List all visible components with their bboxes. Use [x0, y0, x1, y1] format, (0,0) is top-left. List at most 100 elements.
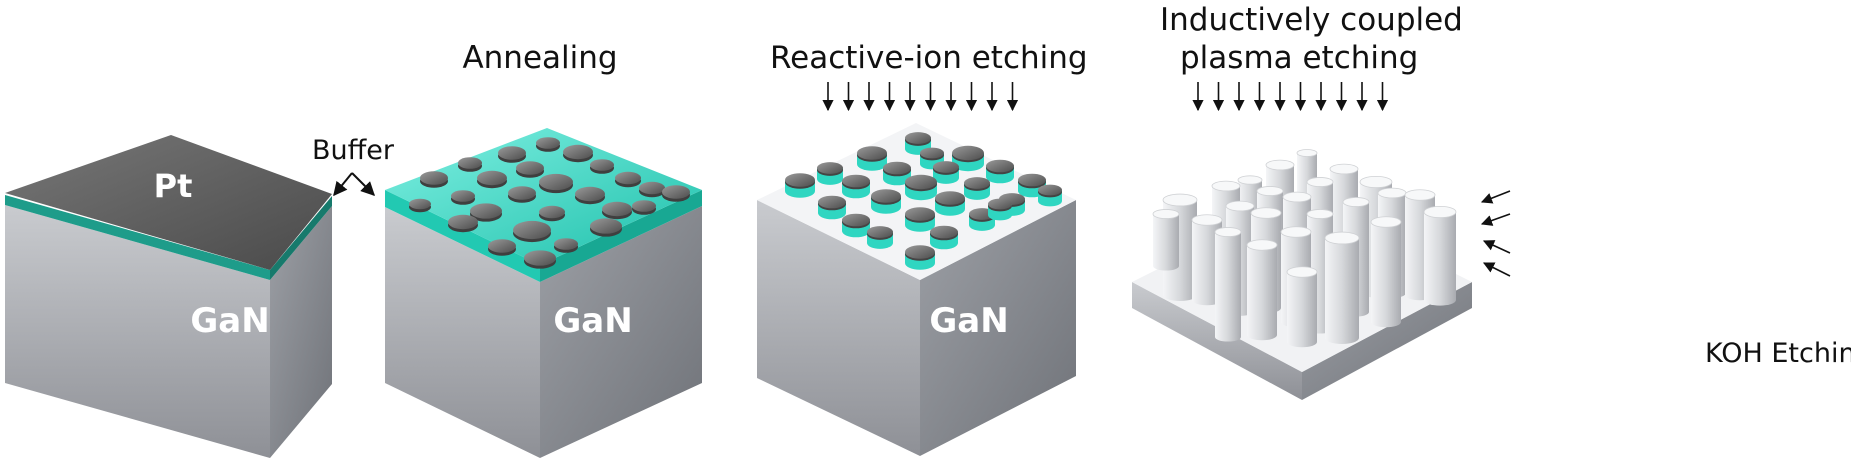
gan-label-1: GaN	[190, 301, 270, 341]
nanodot	[539, 173, 573, 191]
gan-front-face	[757, 200, 920, 456]
nanodot	[409, 198, 431, 210]
nanodot	[498, 146, 526, 160]
nanodot	[986, 159, 1014, 173]
block-3	[757, 82, 1076, 456]
nanodot	[867, 226, 893, 238]
nanopillar	[1371, 222, 1401, 328]
nanodot	[1018, 173, 1046, 187]
nanodot	[488, 239, 516, 253]
nanopillar-top	[1377, 187, 1407, 199]
nanopillar-top	[1280, 226, 1312, 238]
nanodot	[842, 174, 870, 188]
nanopillar-top	[1342, 197, 1370, 207]
nanodot	[563, 144, 593, 160]
nanodot	[817, 162, 843, 174]
nanopillar-top	[1225, 200, 1255, 212]
nanopillar-top	[1250, 207, 1282, 219]
nanodot	[920, 147, 944, 159]
nanodot	[554, 238, 578, 250]
nanopillar-top	[1306, 209, 1334, 219]
koh-arrows	[1480, 190, 1511, 277]
nanodot	[451, 190, 475, 202]
nanopillar	[1247, 245, 1278, 341]
nanodot	[857, 146, 887, 160]
diagonal-arrow-icon	[1482, 262, 1511, 277]
nanodot	[615, 171, 641, 185]
nanopillar	[1192, 220, 1222, 306]
gan-front-face	[385, 207, 540, 458]
nanodot	[536, 137, 560, 149]
nanopillar-top	[1404, 189, 1436, 201]
nanopillar-top	[1370, 216, 1402, 228]
gan-label-2: GaN	[553, 301, 633, 341]
icp-title-line1: Inductively coupled	[1160, 2, 1463, 38]
etch-arrows	[822, 82, 1019, 112]
nanopillar-top	[1162, 193, 1198, 207]
buffer-side	[270, 196, 332, 280]
nanopillar-top	[1256, 186, 1284, 196]
nanopillar-top	[1265, 159, 1295, 171]
nanopillar-top	[1246, 239, 1278, 251]
nanodot	[905, 174, 937, 190]
nanopillar-top	[1282, 191, 1312, 203]
koh-etching-label: KOH Etching	[1705, 338, 1851, 369]
rie-title: Reactive-ion etching	[770, 40, 1088, 76]
pt-nanodots	[409, 137, 690, 269]
nanodot	[590, 159, 614, 171]
nanopillar-top	[1211, 180, 1241, 192]
nanopillar-top	[1423, 205, 1457, 218]
nanodot	[470, 203, 502, 219]
gan-side-face	[540, 206, 702, 458]
nanodot	[516, 161, 544, 175]
nanodot	[662, 185, 690, 199]
diagonal-arrow-icon	[351, 172, 375, 196]
nanodot	[524, 250, 556, 266]
nanodot	[785, 173, 815, 187]
nanopillar-top	[1286, 266, 1318, 278]
buffer-label: Buffer	[312, 135, 394, 166]
diagonal-arrow-icon	[1480, 190, 1511, 204]
nanodot	[575, 186, 605, 202]
nanopillar-top	[1359, 175, 1393, 188]
pt-label: Pt	[153, 167, 193, 205]
nanopillar	[1153, 214, 1179, 271]
nanodot	[513, 220, 551, 240]
nanopillar	[1215, 232, 1241, 342]
diagonal-arrow-icon	[1482, 240, 1511, 254]
icp-title-line2: plasma etching	[1180, 40, 1419, 76]
nanodot	[933, 161, 959, 173]
nanodot	[883, 161, 911, 175]
nanopillar-top	[1329, 163, 1359, 175]
nanodot	[448, 214, 478, 230]
nanodot	[1038, 184, 1062, 196]
nanodot	[964, 177, 990, 189]
base-side-face	[1302, 282, 1472, 400]
nanodot	[935, 191, 965, 205]
buffer-pointer	[333, 172, 375, 197]
nanodot	[952, 145, 984, 161]
etch-arrows	[1192, 82, 1389, 112]
nanodot	[639, 181, 665, 195]
nanodot	[905, 207, 935, 221]
nanodot	[871, 189, 901, 203]
buffer-front	[385, 190, 540, 282]
nanodot	[602, 201, 632, 217]
buffer-front	[5, 195, 270, 280]
nanodot	[590, 218, 622, 234]
nanopillar-top	[1191, 214, 1223, 226]
nanopillar	[1424, 212, 1456, 306]
nanodot	[477, 170, 507, 186]
gan-side-face	[270, 206, 332, 458]
base-front-face	[1132, 282, 1302, 400]
nanodot	[458, 157, 482, 169]
nanodot	[420, 171, 448, 185]
gan-side-face	[920, 200, 1076, 456]
block-1	[5, 135, 332, 458]
diagonal-arrow-icon	[1480, 213, 1511, 226]
annealing-title: Annealing	[462, 40, 618, 76]
nanodot	[905, 245, 935, 259]
nanopillar-top	[1237, 175, 1263, 185]
nanodot	[842, 213, 870, 227]
block-4	[1132, 82, 1511, 400]
